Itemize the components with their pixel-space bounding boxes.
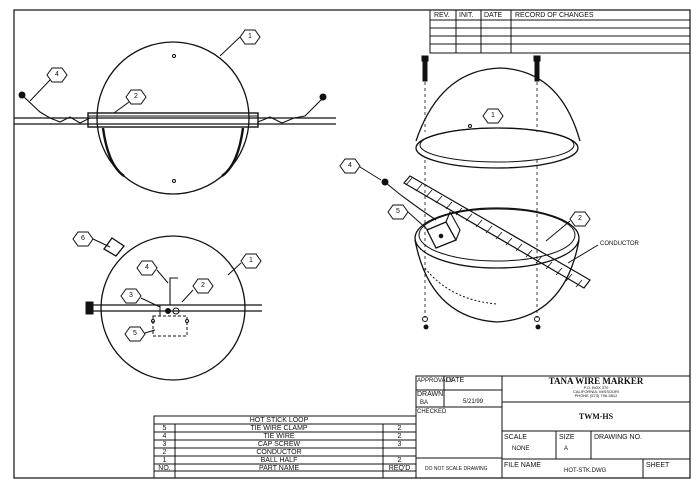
date-label: DATE [484,12,503,19]
company-address-1: P.O. BOX 370 [583,385,609,390]
file-name-value: HOT-STK.DWG [564,468,607,474]
conductor-label: CONDUCTOR [600,241,639,247]
callout-side-hot-stick-loop: 6 [81,235,85,242]
parts-list-grid [153,415,417,479]
callout-side-tie-wire: 4 [145,264,149,271]
scale-value: NONE [512,446,530,452]
side-view [72,231,262,381]
callout-iso-tie-wire-clamp: 5 [396,208,400,215]
company-address-2: CALIFORNIA, MISSOURI [572,389,619,394]
callout-side-ball-half: 1 [249,257,253,264]
exploded-view [339,55,599,330]
callout-side-tie-wire-clamp: 5 [133,330,137,337]
init-label: INIT. [459,12,474,19]
callout-iso-conductor: 2 [578,215,582,222]
company-name: TANA WIRE MARKER [548,376,644,386]
company-phone: PHONE (573) 796-3812 [574,393,618,398]
title-date-label: DATE [446,377,465,384]
callout-top-tie-wire: 4 [55,71,59,78]
record-of-changes-label: RECORD OF CHANGES [515,12,594,19]
callout-top-ball-half: 1 [248,33,252,40]
drawn-label: DRAWN [417,391,444,398]
cap-screw-right-top [533,55,541,132]
scale-label: SCALE [504,434,527,441]
sheet-label: SHEET [646,462,670,469]
drawn-date: 5/21/99 [462,399,484,405]
drawing-no-label: DRAWING NO. [594,434,642,441]
model-number: TWM-HS [578,412,614,421]
callout-side-cap-screw: 3 [129,292,133,299]
callout-top-clamp: 2 [134,93,138,100]
do-not-scale-note: DO NOT SCALE DRAWING [425,466,488,472]
size-value: A [564,446,569,452]
cap-screw-left-top [421,55,429,132]
callout-iso-ball-half: 1 [491,112,495,119]
callout-iso-tie-wire: 4 [348,162,352,169]
title-block-grid [415,375,691,479]
callout-side-conductor: 2 [201,282,205,289]
sheet-border [13,9,691,479]
revision-block [429,9,691,54]
drawn-by: BA [420,400,429,406]
checked-label: CHECKED [417,409,447,415]
top-view [14,29,336,195]
approvals-label: APPROVALS [417,378,453,384]
size-label: SIZE [559,434,575,441]
file-name-label: FILE NAME [504,462,541,469]
rev-label: REV. [434,12,450,19]
